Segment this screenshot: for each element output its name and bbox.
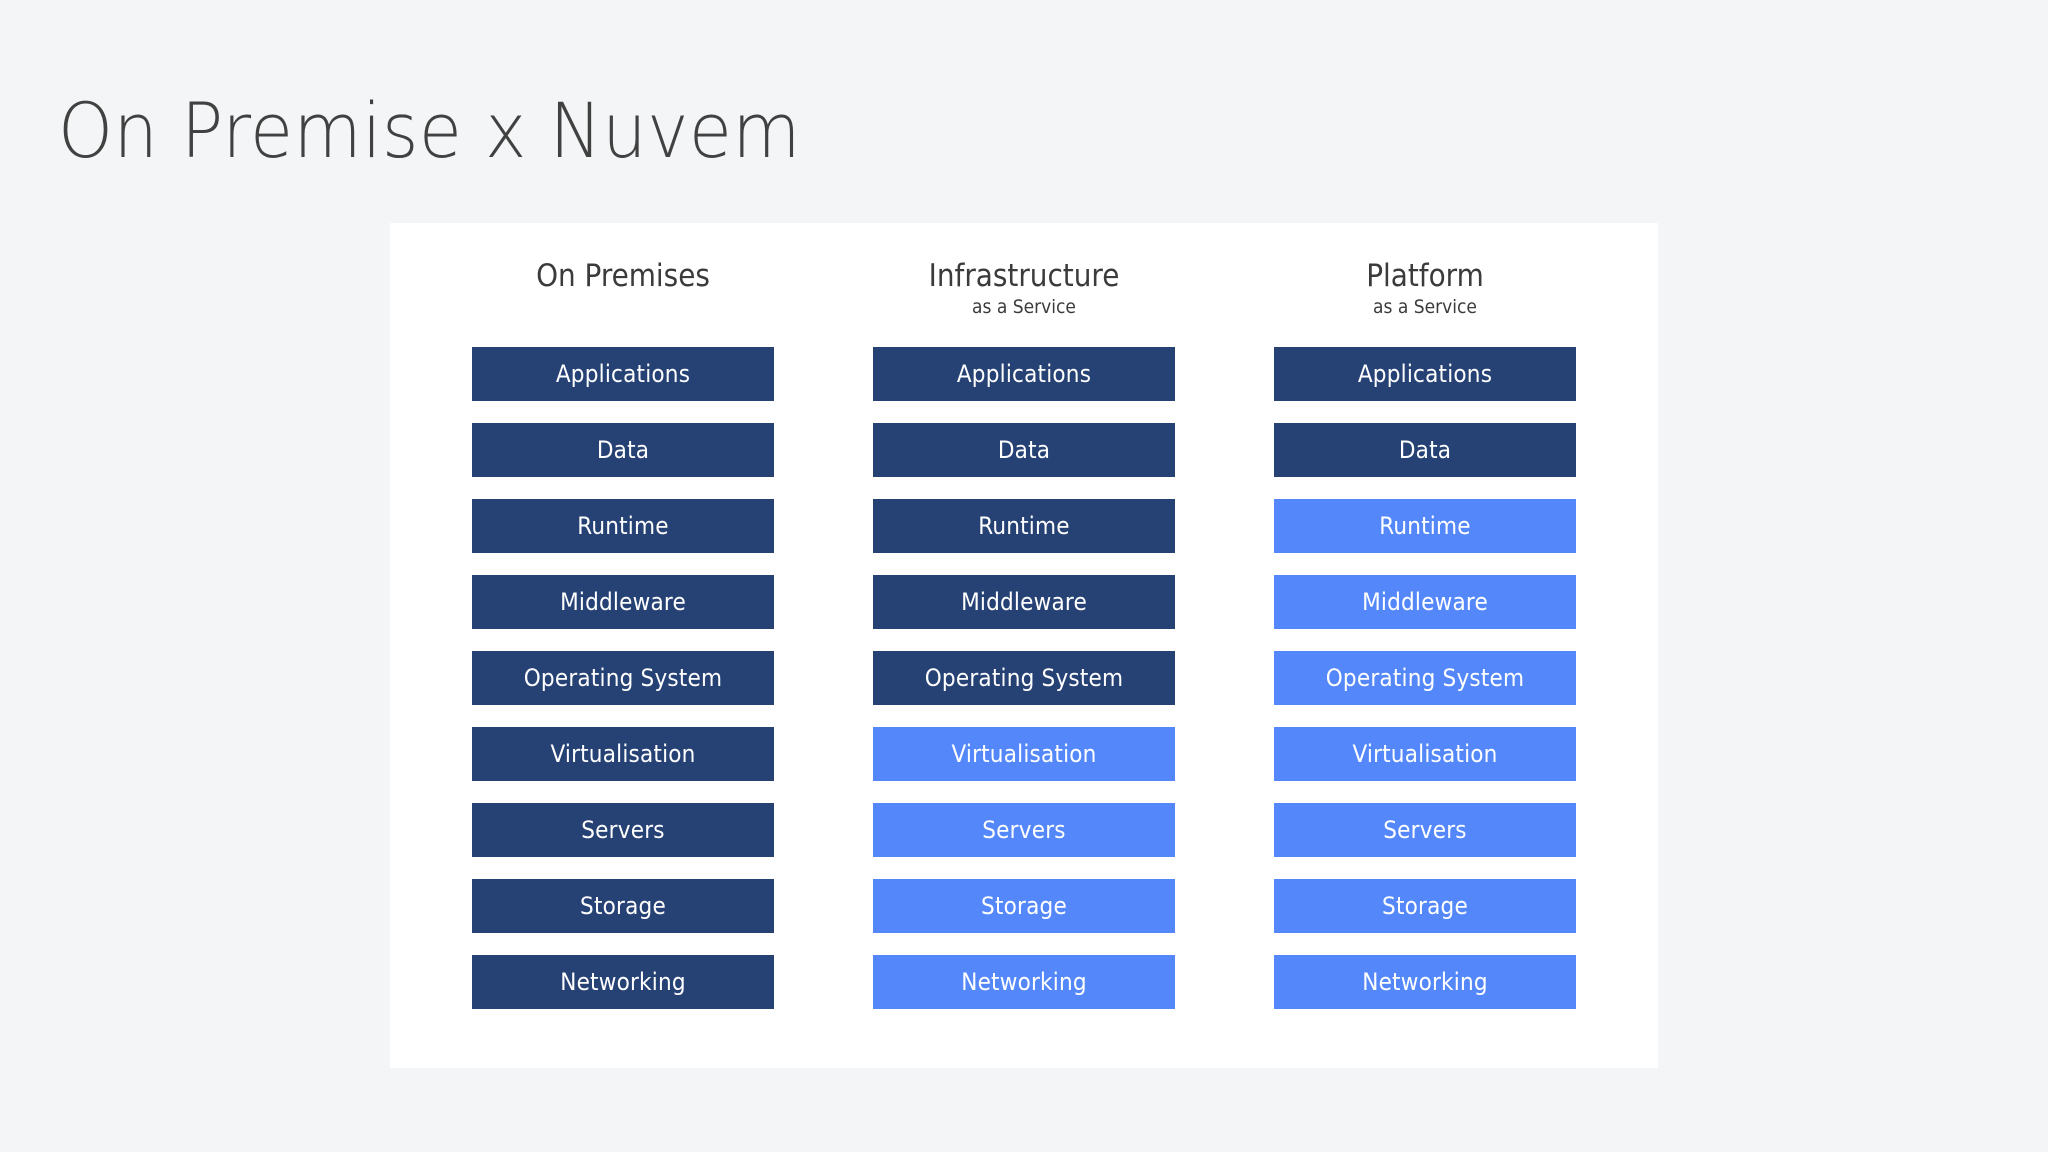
layer-bar: Virtualisation (472, 727, 774, 781)
layer-bar: Operating System (472, 651, 774, 705)
page-title: On Premise x Nuvem (58, 85, 801, 175)
layer-bar: Operating System (1274, 651, 1576, 705)
layer-bar: Runtime (1274, 499, 1576, 553)
column-heading-title: Infrastructure (928, 258, 1120, 294)
layer-bar: Storage (1274, 879, 1576, 933)
layer-bar: Servers (472, 803, 774, 857)
layer-bar: Runtime (472, 499, 774, 553)
layer-bar: Servers (873, 803, 1175, 857)
layer-bar: Storage (472, 879, 774, 933)
layer-bar: Operating System (873, 651, 1175, 705)
layer-bar: Applications (1274, 347, 1576, 401)
layer-bar: Middleware (873, 575, 1175, 629)
layer-bar: Data (1274, 423, 1576, 477)
column-heading-title: On Premises (536, 258, 710, 294)
layer-bar: Middleware (1274, 575, 1576, 629)
layer-bar: Runtime (873, 499, 1175, 553)
layer-bar: Virtualisation (1274, 727, 1576, 781)
layer-bar: Networking (472, 955, 774, 1009)
column-heading-subtitle: as a Service (972, 296, 1076, 318)
layer-bar: Middleware (472, 575, 774, 629)
layer-bar: Servers (1274, 803, 1576, 857)
layer-bar: Networking (873, 955, 1175, 1009)
layer-bar: Virtualisation (873, 727, 1175, 781)
column-heading-title: Platform (1366, 258, 1484, 294)
layer-bar: Networking (1274, 955, 1576, 1009)
layer-bar: Data (873, 423, 1175, 477)
column-heading: On Premises (472, 257, 774, 335)
layer-bar: Storage (873, 879, 1175, 933)
layer-bar: Data (472, 423, 774, 477)
layer-bar: Applications (873, 347, 1175, 401)
column-heading-subtitle: as a Service (1373, 296, 1477, 318)
layer-bar: Applications (472, 347, 774, 401)
